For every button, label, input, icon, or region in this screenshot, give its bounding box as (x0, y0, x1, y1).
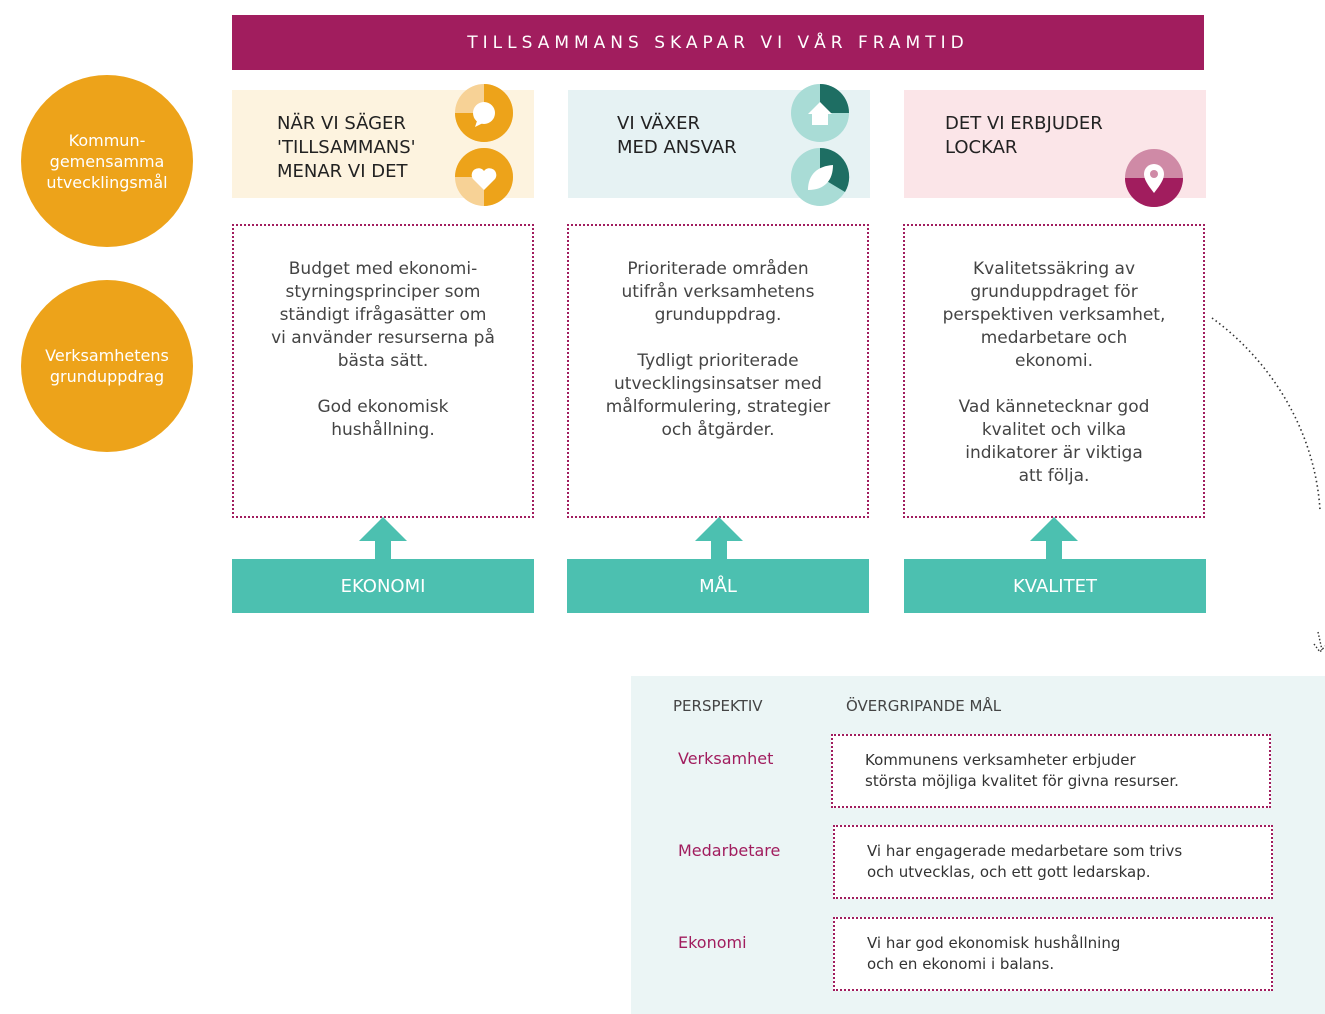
footer-ekonomi: EKONOMI (232, 559, 534, 613)
banner-title: TILLSAMMANS SKAPAR VI VÅR FRAMTID (467, 32, 969, 53)
body-box-kvalitet: Kvalitetssäkring av grunduppdraget för p… (903, 224, 1205, 518)
goal-column-header: ÖVERGRIPANDE MÅL (846, 697, 1002, 715)
house-icon (789, 82, 851, 148)
location-pin-icon (1123, 147, 1185, 213)
goals-circle-label: Kommun- gemensamma utvecklingsmål (46, 130, 168, 192)
header-box-ansvar: VI VÄXER MED ANSVAR (568, 84, 870, 206)
goals-circle: Kommun- gemensamma utvecklingsmål (21, 75, 193, 247)
header-title-tillsammans: NÄR VI SÄGER 'TILLSAMMANS' MENAR VI DET (277, 113, 416, 182)
perspective-goal: Kommunens verksamheter erbjuder största … (831, 734, 1271, 808)
heart-icon (453, 146, 515, 212)
footer-label: KVALITET (1013, 575, 1097, 597)
perspective-column-header: PERSPEKTIV (673, 697, 763, 715)
perspective-goal: Vi har engagerade medarbetare som trivs … (833, 825, 1273, 899)
up-arrow-icon (1030, 517, 1078, 541)
footer-kvalitet: KVALITET (904, 559, 1206, 613)
footer-label: MÅL (699, 575, 737, 597)
body-paragraph: Budget med ekonomi- styrningsprinciper s… (271, 259, 495, 371)
leaf-icon (789, 146, 851, 212)
mission-circle: Verksamhetens grunduppdrag (21, 280, 193, 452)
up-arrow-stem (1046, 541, 1062, 559)
connector-arrow-icon (1211, 317, 1325, 654)
body-paragraph: Kvalitetssäkring av grunduppdraget för p… (942, 259, 1166, 371)
perspective-name: Verksamhet (678, 749, 774, 768)
banner: TILLSAMMANS SKAPAR VI VÅR FRAMTID (232, 15, 1204, 70)
footer-label: EKONOMI (340, 575, 426, 597)
header-box-lockar: DET VI ERBJUDER LOCKAR (904, 90, 1206, 207)
up-arrow-icon (695, 517, 743, 541)
up-arrow-stem (375, 541, 391, 559)
body-paragraph: God ekonomisk hushållning. (317, 397, 449, 440)
header-box-tillsammans: NÄR VI SÄGER 'TILLSAMMANS' MENAR VI DET (232, 84, 534, 206)
up-arrow-stem (711, 541, 727, 559)
body-box-mal: Prioriterade områden utifrån verksamhete… (567, 224, 869, 518)
perspective-goal: Vi har god ekonomisk hushållning och en … (833, 917, 1273, 991)
body-box-ekonomi: Budget med ekonomi- styrningsprinciper s… (232, 224, 534, 518)
body-paragraph: Vad kännetecknar god kvalitet och vilka … (958, 397, 1150, 486)
header-title-lockar: DET VI ERBJUDER LOCKAR (945, 113, 1103, 158)
header-title-ansvar: VI VÄXER MED ANSVAR (617, 113, 737, 158)
body-paragraph: Tydligt prioriterade utvecklingsinsatser… (605, 351, 831, 440)
speech-bubble-icon (453, 82, 515, 148)
perspective-name: Medarbetare (678, 841, 781, 860)
footer-mal: MÅL (567, 559, 869, 613)
mission-circle-label: Verksamhetens grunduppdrag (45, 346, 169, 386)
up-arrow-icon (359, 517, 407, 541)
perspective-name: Ekonomi (678, 933, 747, 952)
body-paragraph: Prioriterade områden utifrån verksamhete… (621, 259, 815, 325)
